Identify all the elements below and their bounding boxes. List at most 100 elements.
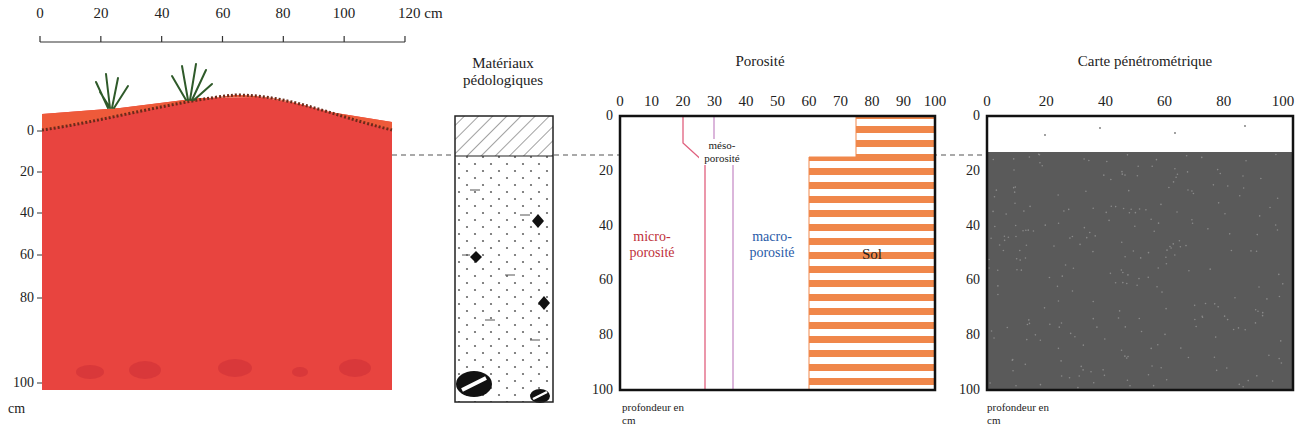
materials-column [455,155,553,156]
texture-dot [1191,190,1193,192]
texture-dot [1151,365,1153,367]
texture-dot [1124,355,1126,357]
depth-number: 100 [959,382,980,398]
texture-dot [1077,387,1079,389]
texture-dot [1044,224,1046,226]
texture-dot [1238,384,1240,386]
texture-dot [1049,277,1051,279]
texture-dot [1269,207,1271,209]
texture-dot [1102,369,1104,371]
scale-number: 0 [36,5,44,22]
texture-dot [1040,339,1042,341]
texture-dot [1277,197,1279,199]
texture-dot [992,159,994,161]
texture-dot [1268,355,1270,357]
nodules [470,251,482,263]
axis-number: 0 [616,93,624,110]
texture-dot [1205,303,1207,305]
texture-dot [1209,268,1211,270]
texture-dot [1058,300,1060,302]
texture-dot [1256,375,1258,377]
texture-dot [1166,263,1168,265]
texture-dot [1092,207,1094,209]
scale-number: 40 [155,5,170,22]
soil-profile [37,64,392,390]
texture-dot [1013,169,1015,171]
texture-dot [1040,384,1042,386]
texture-dot [1033,230,1035,232]
texture-dot [1039,162,1041,164]
texture-dot [1013,187,1015,189]
texture-dot [1238,327,1240,329]
soil-band [809,116,935,390]
texture-dot [1160,204,1162,206]
texture-dot [997,269,999,271]
texture-dot [1005,213,1007,215]
dash-marks [462,190,540,340]
texture-dot [1115,282,1117,284]
depth-tick [37,298,42,299]
texture-dot [1129,385,1131,387]
materials-column [455,116,553,402]
texture-dot [1070,333,1072,335]
scale-number: 20 [94,5,109,22]
depth-number: 60 [599,272,613,288]
nodules [530,389,550,403]
dash-marks [530,340,540,341]
texture-dot [1039,154,1041,156]
texture-dot [1058,348,1060,350]
panel-title: Porosité [735,53,784,70]
axis-number: 0 [983,93,991,110]
texture-dot [1084,227,1086,229]
texture-dot [1127,356,1129,358]
texture-dot [1122,282,1124,284]
texture-dot [1219,173,1221,175]
soil-body [42,97,392,390]
texture-dot [1124,174,1126,176]
texture-dot [1085,190,1087,192]
texture-dot [1104,375,1106,377]
texture-dot [1239,195,1241,197]
depth-number: 60 [20,247,34,263]
texture-dot [1172,243,1174,245]
texture-dot [1122,272,1124,274]
depth-tick [37,383,42,384]
scale-number: 100 [333,5,356,22]
texture-dot [1014,186,1016,188]
panel-title: Matériaux pédologiques [443,55,563,90]
depth-number: 0 [973,108,980,124]
scale-number: 60 [216,5,231,22]
texture-dot [1057,286,1059,288]
grass-tuft [172,64,212,100]
texture-dot [1125,326,1127,328]
penetrometer-map [1099,127,1101,129]
texture-dot [1245,160,1247,162]
texture-dot [1028,319,1030,321]
texture-dot [994,196,996,198]
texture-dot [1123,208,1125,210]
texture-dot [1135,212,1137,214]
texture-dot [1234,297,1236,299]
texture-dot [1121,269,1123,271]
texture-dot [1012,370,1014,372]
nodules [533,392,547,399]
axis-number: 100 [924,93,947,110]
axis-number: 20 [1039,93,1054,110]
texture-dot [1227,185,1229,187]
texture-dot [988,267,990,269]
depth-number: 80 [966,327,980,343]
texture-dot [1004,236,1006,238]
texture-dot [1194,319,1196,321]
depth-tick [37,213,42,214]
depth-number: 40 [966,218,980,234]
depth-number: 20 [599,163,613,179]
depth-tick [37,172,42,173]
texture-dot [1258,286,1260,288]
texture-dot [1140,257,1142,259]
texture-dot [1128,190,1130,192]
texture-dot [1227,319,1229,321]
texture-dot [1110,273,1112,275]
texture-dot [1145,209,1147,211]
texture-dot [1027,229,1029,231]
texture-dot [1165,256,1167,258]
